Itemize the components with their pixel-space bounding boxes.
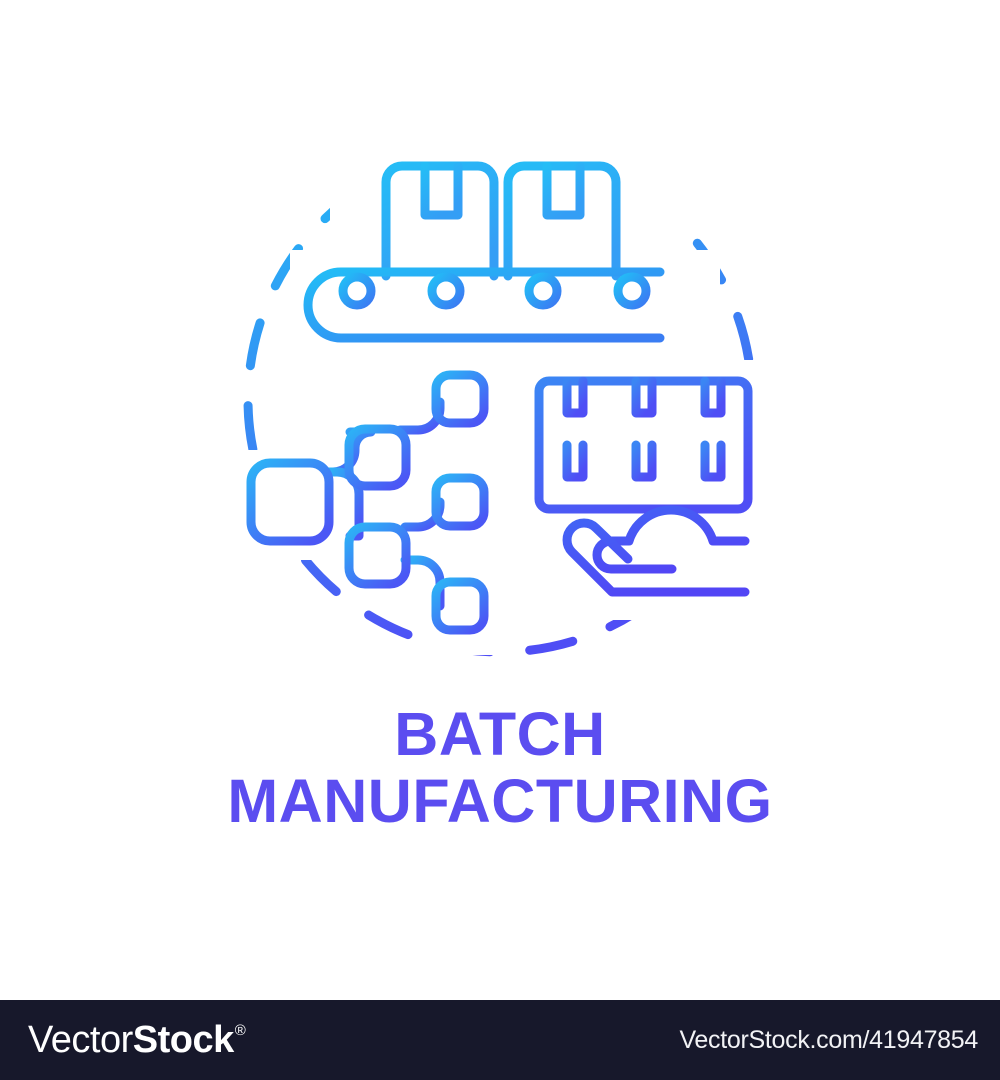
registered-trademark-symbol: ® <box>234 1022 246 1039</box>
crate-flap-r2c2 <box>631 440 657 482</box>
conveyor-box-left <box>381 161 499 281</box>
vectorstock-logo: Vector Stock ® <box>28 1021 246 1059</box>
tree-node-root <box>246 458 334 546</box>
open-hand-icon <box>562 505 750 597</box>
hand-fingers <box>592 505 750 574</box>
conveyor-belt-group <box>303 161 668 355</box>
page-title: BATCH MANUFACTURING <box>0 704 1000 832</box>
tree-node-leaf-1 <box>431 370 489 428</box>
title-line-2: MANUFACTURING <box>227 767 773 835</box>
logo-text-light: Vector <box>28 1019 133 1061</box>
tree-node-mid-top <box>344 424 411 491</box>
concept-icon-artboard <box>243 143 757 657</box>
watermark-footer-bar: Vector Stock ® VectorStock.com/41947854 <box>0 1000 1000 1080</box>
conveyor-box-right <box>503 161 621 281</box>
crate-flap-r2c3 <box>700 440 726 482</box>
crate-flap-r1c3 <box>700 376 726 418</box>
crate-flap-r2c1 <box>562 440 588 482</box>
conveyor-belt-body <box>303 267 665 343</box>
belt-roller-3 <box>524 272 562 310</box>
concept-icon-svg <box>243 143 757 657</box>
belt-roller-1 <box>338 272 376 310</box>
title-line-1: BATCH <box>394 700 606 768</box>
hand-palm <box>562 518 750 597</box>
watermark-url: VectorStock.com/41947854 <box>679 1025 978 1054</box>
belt-roller-4 <box>613 272 651 310</box>
logo-text-bold: Stock <box>132 1019 234 1061</box>
crate-grid-group <box>534 376 753 514</box>
tree-node-mid-bottom <box>344 522 411 589</box>
hierarchy-tree-group <box>246 370 489 635</box>
tree-node-leaf-2 <box>431 473 489 531</box>
belt-roller-2 <box>427 272 465 310</box>
crate-flap-r1c2 <box>631 376 657 418</box>
tree-node-leaf-3 <box>431 577 489 635</box>
crate-flap-r1c1 <box>562 376 588 418</box>
